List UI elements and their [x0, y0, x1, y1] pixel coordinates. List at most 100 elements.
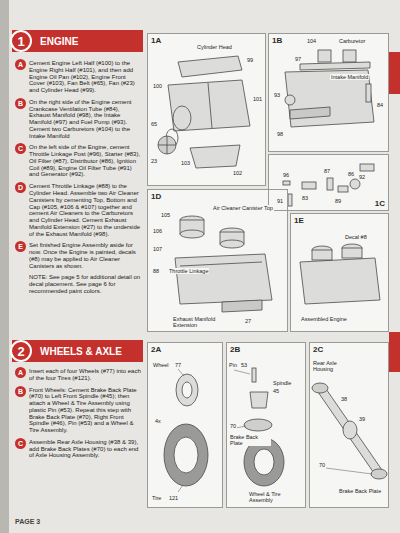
- engine-parts: [175, 254, 272, 304]
- section-header: 1 ENGINE: [12, 30, 143, 52]
- panel-ground: [147, 33, 266, 186]
- figure-label: 1D: [151, 192, 161, 201]
- panel-ground: [268, 33, 389, 152]
- panel-ground: [309, 342, 389, 508]
- callout-label: 88: [152, 268, 160, 274]
- engine-parts: [208, 83, 212, 128]
- figure-label: 2B: [230, 345, 240, 354]
- figure-label: 1E: [294, 216, 304, 225]
- engine-parts: [222, 300, 262, 312]
- note-text: NOTE: See page 5 for additional detail o…: [29, 274, 142, 294]
- callout-label: 70: [229, 423, 237, 429]
- callout-label: 101: [252, 96, 263, 102]
- callout-label: Pin: [228, 362, 238, 368]
- callout-label: Exhaust Manifold Extension: [172, 316, 238, 328]
- callout-label: 121: [168, 495, 179, 501]
- callout-label: 93: [273, 92, 281, 98]
- callout-label: Wheel & Tire Assembly: [248, 491, 302, 503]
- callout-label: 84: [376, 102, 384, 108]
- wheel-parts: [371, 469, 387, 479]
- engine-parts: [167, 136, 168, 154]
- callout-label: 106: [152, 228, 163, 234]
- callout-label: 96: [282, 172, 290, 178]
- callout-label: 23: [150, 158, 158, 164]
- callout-label: 91: [276, 198, 284, 204]
- callout-label: 102: [232, 170, 243, 176]
- step-text: Set finished Engine Assembly aside for n…: [29, 242, 142, 269]
- step-letter-text: B: [18, 388, 23, 395]
- step-text: Assemble Rear Axle Housing (#38 & 39), a…: [29, 439, 142, 459]
- engine-parts: [302, 182, 316, 189]
- page-number: PAGE 3: [14, 518, 41, 526]
- engine-parts: [312, 250, 332, 260]
- engine-parts: [300, 62, 370, 70]
- next-page-tab: [389, 52, 400, 94]
- engine-parts: [290, 107, 330, 119]
- engine-parts: [300, 258, 380, 304]
- callout-label: 89: [334, 198, 342, 204]
- callout-label: Spindle: [272, 380, 292, 386]
- callout-label: Carburetor: [338, 38, 366, 44]
- callout-label: 77: [174, 362, 182, 368]
- step-text: Insert each of four Wheels (#77) into ea…: [29, 368, 142, 382]
- callout-label: 97: [294, 56, 302, 62]
- section-header: 2 WHEELS & AXLE: [12, 340, 143, 362]
- step-letter: A: [15, 59, 26, 70]
- leader-line: [178, 369, 184, 376]
- step-letter-text: A: [18, 61, 23, 68]
- callout-label: Wheel: [152, 362, 170, 368]
- step-letter-text: A: [18, 369, 23, 376]
- step-letter-text: C: [18, 440, 23, 447]
- step-letter: A: [15, 367, 26, 378]
- section-title: ENGINE: [40, 36, 78, 47]
- engine-parts: [343, 50, 356, 62]
- figure-label: 1C: [375, 199, 385, 208]
- callout-label: 92: [358, 174, 366, 180]
- wheel-parts: [174, 437, 198, 473]
- step-text: Cement Engine Left Half (#100) to the En…: [29, 60, 142, 94]
- section-title: WHEELS & AXLE: [40, 346, 122, 357]
- leader-line: [178, 369, 372, 492]
- callout-label: 4x: [154, 418, 162, 424]
- section-number: 1: [10, 30, 32, 52]
- callout-label: 83: [301, 195, 309, 201]
- figure-panel: 1E: [290, 213, 389, 332]
- callout-label: Cylinder Head: [196, 44, 233, 50]
- panel-ground: [147, 342, 223, 508]
- figure-label: 2C: [313, 345, 323, 354]
- callout-label: 65: [150, 121, 158, 127]
- wheel-parts: [164, 424, 208, 486]
- engine-parts: [285, 70, 374, 127]
- callout-label: 53: [240, 362, 248, 368]
- figure-panel: 1B: [268, 33, 389, 152]
- wheel-parts: [176, 374, 198, 406]
- panel-ground: [290, 213, 389, 332]
- figure-panel: 1A: [147, 33, 266, 186]
- callout-label: 39: [358, 416, 366, 422]
- engine-parts: [190, 145, 240, 168]
- section-number: 2: [10, 340, 32, 362]
- callout-label: 45: [272, 388, 280, 394]
- engine-parts: [173, 106, 191, 130]
- figure-panel: 1C: [268, 154, 389, 211]
- callout-label: 86: [347, 171, 355, 177]
- step-letter: C: [15, 438, 26, 449]
- callout-label: Brake Back Plate: [229, 434, 271, 446]
- leader-line: [326, 468, 372, 474]
- callout-label: 99: [246, 57, 254, 63]
- step-letter-text: D: [18, 184, 23, 191]
- engine-parts: [283, 181, 290, 185]
- callout-label: Rear Axle Housing: [312, 360, 358, 372]
- figure-label: 2A: [151, 345, 161, 354]
- page-ground: [0, 0, 9, 533]
- wheel-parts: [250, 392, 268, 408]
- engine-parts: [288, 194, 292, 206]
- engine-parts: [158, 50, 380, 312]
- callout-label: 38: [340, 396, 348, 402]
- engine-parts: [338, 186, 348, 192]
- callout-label: 70: [318, 462, 326, 468]
- figure-label: 1A: [151, 36, 161, 45]
- callout-label: 103: [180, 160, 191, 166]
- next-page-tab: [389, 52, 400, 372]
